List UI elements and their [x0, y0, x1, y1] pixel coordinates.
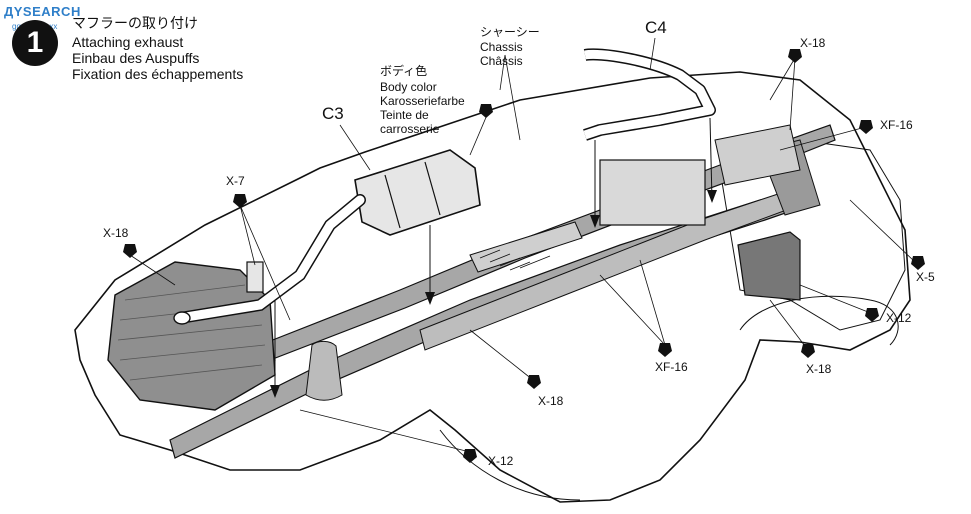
front-boot — [305, 340, 343, 401]
leader-x18-bottom — [469, 329, 534, 381]
paint-marker-body — [479, 104, 493, 118]
title-japanese: マフラーの取り付け — [72, 15, 198, 31]
watermark-logo: ДYSEARCH — [4, 4, 81, 19]
label-x18-top-right: X-18 — [800, 36, 826, 50]
muffler-c3-bands — [384, 161, 441, 229]
exhaust-pipe-front-inner — [175, 195, 365, 323]
paint-marker-x12-right — [865, 308, 879, 322]
label-x7: X-7 — [226, 174, 245, 188]
paint-marker-x18-bottom — [527, 375, 541, 389]
title-french: Fixation des échappements — [72, 66, 244, 82]
paint-marker-x18-left — [123, 244, 137, 258]
leader-x18-topright — [769, 57, 796, 131]
label-x18-bottom: X-18 — [538, 394, 564, 408]
paint-marker-xf16-bottom — [658, 343, 672, 357]
label-body-de: Karosseriefarbe — [380, 94, 465, 108]
leader-c4 — [649, 37, 656, 71]
front-wheel-arch — [439, 429, 581, 501]
label-c4: C4 — [645, 18, 667, 37]
label-body-fr1: Teinte de — [380, 108, 429, 122]
label-chassis-jp: シャーシー — [480, 25, 540, 39]
paint-marker-x5 — [911, 256, 925, 270]
paint-marker-xf16-right — [859, 120, 873, 134]
label-chassis-en: Chassis — [480, 40, 523, 54]
driveshaft-boot — [479, 249, 551, 271]
body-shell-outline — [74, 71, 911, 503]
exhaust-tip — [173, 311, 191, 325]
arrow-c4-right-down — [709, 117, 713, 201]
manifold-stub — [246, 261, 264, 293]
label-xf16-right: XF-16 — [880, 118, 913, 132]
label-x18-left: X-18 — [103, 226, 129, 240]
label-body-jp: ボディ色 — [380, 64, 428, 78]
leader-x7 — [239, 204, 291, 321]
label-body-fr2: carrosserie — [380, 122, 440, 136]
paint-marker-x18-topright — [788, 49, 802, 63]
leader-body — [469, 114, 488, 156]
label-x12-right: X-12 — [886, 311, 912, 325]
step-number-badge: 1 — [12, 20, 58, 66]
label-chassis-fr: Châssis — [480, 54, 523, 68]
label-c3: C3 — [322, 104, 344, 123]
leader-x12-right — [799, 284, 869, 313]
driveshaft — [469, 221, 583, 273]
paint-marker-x12-bottom — [463, 449, 477, 463]
label-x12-bottom: X-12 — [488, 454, 514, 468]
rear-part-block — [737, 231, 801, 301]
leader-xf16-bottom — [599, 259, 666, 346]
rear-wheel-arch — [739, 295, 899, 346]
label-x5: X-5 — [916, 270, 935, 284]
muffler-c3 — [354, 149, 481, 236]
leader-xf16-right — [779, 127, 863, 151]
tailpipe-c4-inner — [583, 49, 715, 140]
leader-x5 — [849, 199, 916, 263]
leader-x12-bottom — [299, 409, 471, 453]
paint-marker-x7 — [233, 194, 247, 208]
label-x18-bottom-right: X-18 — [806, 362, 832, 376]
rear-axle-parts — [714, 124, 801, 186]
leader-x18-botright — [769, 299, 809, 351]
label-xf16-bottom: XF-16 — [655, 360, 688, 374]
title-english: Attaching exhaust — [72, 34, 184, 50]
leader-x18-left — [129, 254, 176, 286]
leader-c3 — [339, 124, 371, 171]
label-body-en: Body color — [380, 80, 437, 94]
title-german: Einbau des Auspuffs — [72, 50, 200, 66]
paint-marker-x18-botright — [801, 344, 815, 358]
leader-chassis — [499, 54, 521, 141]
differential — [599, 159, 706, 226]
